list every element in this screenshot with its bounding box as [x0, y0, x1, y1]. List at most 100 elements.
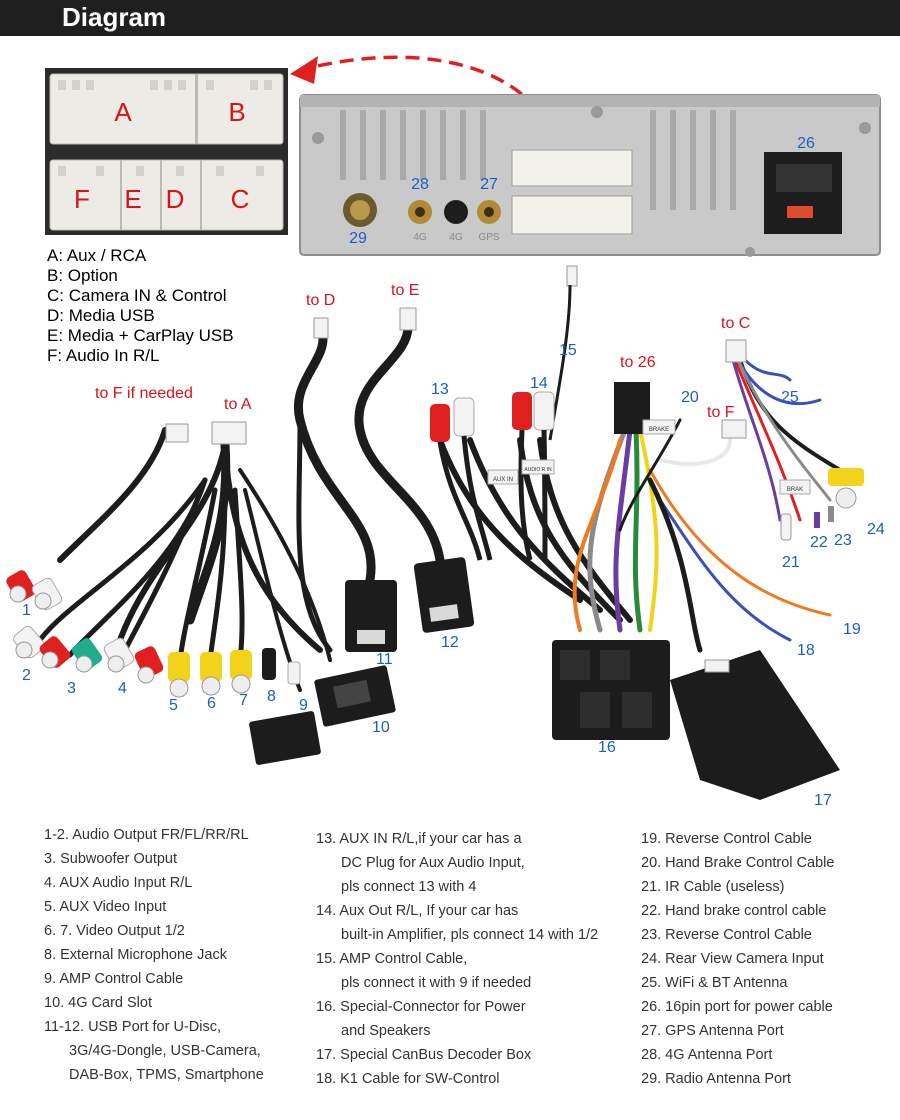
- desc-item: 25. WiFi & BT Antenna: [641, 975, 788, 991]
- port-27-label: 27: [480, 176, 498, 193]
- callout-to-d: to D: [306, 292, 336, 309]
- rca-13-14: [430, 391, 555, 561]
- desc-item: DC Plug for Aux Audio Input,: [341, 855, 525, 871]
- desc-item: 9. AMP Control Cable: [44, 971, 184, 987]
- num-18: 18: [797, 642, 815, 659]
- usb-port-12: [413, 557, 475, 633]
- num-8: 8: [267, 688, 276, 705]
- letter-f: F: [74, 184, 90, 214]
- usb-e-plug: [399, 307, 417, 331]
- desc-item: 8. External Microphone Jack: [44, 947, 227, 963]
- num-15: 15: [559, 342, 577, 359]
- desc-item: built-in Amplifier, pls connect 14 with …: [341, 927, 599, 943]
- tag-brake: [642, 419, 676, 435]
- callout-to-a: to A: [224, 396, 252, 413]
- num-9: 9: [299, 697, 308, 714]
- legend-e: E: Media + CarPlay USB: [47, 326, 234, 345]
- desc-item: 20. Hand Brake Control Cable: [641, 855, 835, 871]
- connector-photo: A B F E D C: [45, 68, 288, 235]
- camera-branch: [731, 358, 842, 522]
- arrow-head-icon: [290, 56, 318, 84]
- desc-item: 21. IR Cable (useless): [641, 879, 785, 895]
- usb-d-plug: [313, 317, 329, 339]
- desc-item: DAB-Box, TPMS, Smartphone: [69, 1067, 264, 1083]
- num-3: 3: [67, 680, 76, 697]
- num-6: 6: [207, 695, 216, 712]
- letter-c: C: [231, 184, 250, 214]
- num-25: 25: [781, 389, 799, 406]
- callout-to-c: to C: [721, 315, 751, 332]
- desc-item: 4. AUX Audio Input R/L: [44, 875, 193, 891]
- desc-item: 17. Special CanBus Decoder Box: [316, 1047, 532, 1063]
- desc-item: 10. 4G Card Slot: [44, 995, 152, 1011]
- num-19: 19: [843, 621, 861, 638]
- letter-e: E: [124, 184, 141, 214]
- num-16: 16: [598, 739, 616, 756]
- label-4g: 4G: [413, 232, 427, 243]
- power-harness: [437, 418, 832, 653]
- desc-item: 13. AUX IN R/L,if your car has a: [316, 831, 522, 847]
- num-13: 13: [431, 381, 449, 398]
- num-5: 5: [169, 697, 178, 714]
- legend-d: D: Media USB: [47, 306, 155, 325]
- num-11: 11: [376, 651, 393, 668]
- desc-item: 24. Rear View Camera Input: [641, 951, 824, 967]
- desc-item: 18. K1 Cable for SW-Control: [316, 1071, 500, 1087]
- tag-aux-in: [487, 469, 519, 485]
- desc-item: 14. Aux Out R/L, If your car has: [316, 903, 519, 919]
- num-20: 20: [681, 389, 699, 406]
- description-column-2: 13. AUX IN R/L,if your car has a DC Plug…: [316, 827, 598, 1091]
- special-connector-16: [552, 640, 670, 740]
- legend-b: B: Option: [47, 266, 118, 285]
- to-c-plug: [725, 339, 747, 363]
- header-bar: Diagram: [0, 0, 900, 36]
- ir-plug-21: [780, 513, 792, 541]
- legend-f: F: Audio In R/L: [47, 346, 160, 365]
- desc-item: 16. Special-Connector for Power: [316, 999, 526, 1015]
- desc-item: 11-12. USB Port for U-Disc,: [44, 1019, 222, 1035]
- desc-item: 15. AMP Control Cable,: [316, 951, 468, 967]
- num-4: 4: [118, 680, 127, 697]
- desc-item: pls connect 13 with 4: [341, 879, 477, 895]
- usb-port-11-socket: [357, 630, 385, 644]
- desc-item: 29. Radio Antenna Port: [641, 1071, 791, 1087]
- camera-rca-24: [828, 468, 864, 486]
- tag-brake-2: [779, 479, 811, 495]
- usb-port-12-socket: [429, 604, 459, 622]
- legend-c: C: Camera IN & Control: [47, 286, 227, 305]
- num-1: 1: [22, 602, 31, 619]
- callout-to-f-if-needed: to F if needed: [95, 385, 193, 402]
- tag-audio-r-in: [521, 459, 555, 475]
- num-17: 17: [814, 792, 832, 809]
- letter-d: D: [166, 184, 185, 214]
- desc-item: and Speakers: [341, 1023, 431, 1039]
- letter-a: A: [114, 97, 132, 127]
- connector-legend: A: Aux / RCA B: Option C: Camera IN & Co…: [47, 246, 234, 366]
- label-gps: GPS: [478, 232, 499, 243]
- num-12: 12: [441, 634, 459, 651]
- desc-item: 5. AUX Video Input: [44, 899, 167, 915]
- desc-item: pls connect it with 9 if needed: [341, 975, 532, 991]
- canbus-decoder-17: [670, 650, 840, 800]
- num-23: 23: [834, 532, 852, 549]
- to-f-plug: [721, 419, 747, 439]
- num-10: 10: [372, 719, 390, 736]
- usb-cables: [293, 320, 445, 653]
- tag-brake-text: BRAKE: [649, 427, 669, 433]
- letter-b: B: [228, 97, 245, 127]
- desc-item: 28. 4G Antenna Port: [641, 1047, 773, 1063]
- num-7: 7: [239, 692, 248, 709]
- tag-brake-2-text: BRAK: [787, 487, 803, 493]
- num-24: 24: [867, 521, 885, 538]
- desc-item: 6. 7. Video Output 1/2: [44, 923, 185, 939]
- description-column-1: 1-2. Audio Output FR/FL/RR/RL 3. Subwoof…: [44, 823, 264, 1087]
- callout-to-26: to 26: [620, 354, 656, 371]
- desc-item: 22. Hand brake control cable: [641, 903, 827, 919]
- legend-a: A: Aux / RCA: [47, 246, 147, 265]
- callout-to-f: to F: [707, 404, 735, 421]
- amp-plug-15: [566, 265, 578, 287]
- desc-item: 27. GPS Antenna Port: [641, 1023, 784, 1039]
- tag-audio-r-in-text: AUDIO R IN: [524, 467, 552, 473]
- camera-rca-24-tip: [835, 487, 857, 509]
